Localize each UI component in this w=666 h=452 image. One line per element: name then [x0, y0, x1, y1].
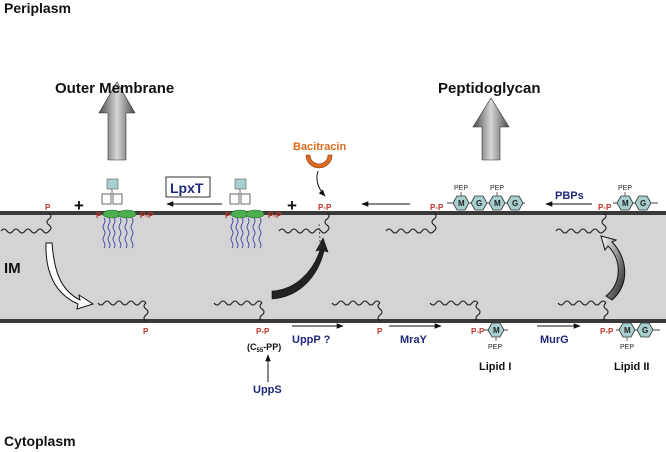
outer-leaflet-lipids [0, 212, 607, 234]
lipid-chain [97, 300, 149, 322]
lipid-chain [331, 300, 383, 322]
lipid-chain [555, 212, 607, 234]
murnac-hexagon [488, 195, 506, 211]
glcnac-letter: G [476, 199, 482, 208]
glcnac-letter: G [640, 199, 646, 208]
pyrophosphate-label: P-P [268, 211, 282, 220]
glcnac-hexagon [636, 322, 654, 338]
lipid-chain [213, 300, 265, 322]
pep-label: PEP [490, 185, 504, 192]
pyrophosphate-label: P-P [430, 203, 444, 212]
acyl-chains [102, 217, 134, 249]
phosphate-label: P [225, 211, 231, 220]
lipid-chain [429, 300, 481, 322]
phosphate-label: P [143, 327, 149, 336]
phosphate-label: P [96, 211, 102, 220]
flip-arrow-middle-solid [271, 237, 329, 300]
murg-label: MurG [540, 334, 569, 346]
core-sugar-box [106, 178, 119, 190]
outer-membrane-export-arrow [98, 81, 136, 161]
lipid-a-molecule-left [101, 178, 137, 249]
pep-label: PEP [454, 185, 468, 192]
lipid-i-label: Lipid I [479, 361, 511, 373]
pyrophosphate-label: P-P [256, 327, 270, 336]
plus-sign: + [287, 196, 297, 215]
lipid-a-molecule-right [229, 178, 265, 249]
pyrophosphate-label: P-P [471, 327, 485, 336]
pep-label: PEP [620, 344, 634, 351]
murnac-letter: M [458, 199, 465, 208]
glucosamine-oval [117, 209, 137, 219]
pyrophosphate-label: P-P [600, 327, 614, 336]
flip-arrow-left [45, 242, 95, 310]
lipid-ii-headgroup [616, 322, 660, 341]
phosphate-label: P [377, 327, 383, 336]
pep-label: PEP [488, 344, 502, 351]
glucosamine-oval [245, 209, 265, 219]
flipped-lipid-ii-headgroup [613, 192, 658, 211]
peptidoglycan-export-arrow [472, 97, 510, 161]
lpxt-label: LpxT [170, 180, 204, 196]
inner-leaflet-lipids [97, 300, 609, 322]
bacitracin-label: Bacitracin [293, 141, 346, 153]
lpxt-box [165, 176, 211, 198]
glcnac-letter: G [512, 199, 518, 208]
pyrophosphate-label: P-P [318, 203, 332, 212]
acyl-chains [230, 217, 262, 249]
murnac-hexagon [618, 322, 636, 338]
lipid-i-headgroup [484, 322, 508, 341]
murnac-letter: M [624, 326, 631, 335]
core-sugar-box [229, 193, 240, 205]
core-sugar-box [240, 193, 251, 205]
core-sugar-box [101, 193, 112, 205]
glcnac-letter: G [642, 326, 648, 335]
core-sugar-box [112, 193, 123, 205]
bacitracin-inhibition-arrow [316, 170, 326, 197]
cytoplasm-label: Cytoplasm [4, 433, 76, 449]
murnac-letter: M [493, 326, 500, 335]
murnac-hexagon [487, 322, 505, 338]
glcnac-hexagon [470, 195, 488, 211]
peptidoglycan-chain [447, 192, 525, 211]
core-sugar-box [234, 178, 247, 190]
lipid-chain [0, 212, 52, 234]
peptidoglycan-label: Peptidoglycan [438, 80, 541, 97]
uppp-label: UppP ? [292, 334, 331, 346]
murnac-letter: M [494, 199, 501, 208]
pyrophosphate-label: P-P [140, 211, 154, 220]
glcnac-hexagon [506, 195, 524, 211]
inner-membrane-band [0, 213, 666, 321]
lipid-chain [557, 300, 609, 322]
flip-arrow-middle-dashed [318, 224, 321, 247]
pyrophosphate-label: P-P [598, 203, 612, 212]
upps-label: UppS [253, 384, 282, 396]
lipid-chain [385, 212, 437, 234]
pbps-label: PBPs [555, 190, 584, 202]
flip-arrow-right [600, 235, 626, 301]
periplasm-label: Periplasm [4, 0, 71, 16]
murnac-letter: M [622, 199, 629, 208]
plus-sign: + [74, 196, 84, 215]
inner-membrane-label: IM [4, 260, 21, 277]
c55pp-label: (C55-PP) [247, 342, 281, 354]
outer-membrane-label: Outer Membrane [55, 80, 174, 97]
glcnac-hexagon [634, 195, 652, 211]
phosphate-label: P [45, 203, 51, 212]
mray-label: MraY [400, 334, 428, 346]
pep-label: PEP [618, 185, 632, 192]
murnac-hexagon [616, 195, 634, 211]
bacitracin-icon [305, 154, 333, 169]
murnac-hexagon [452, 195, 470, 211]
lipid-ii-label: Lipid II [614, 361, 649, 373]
